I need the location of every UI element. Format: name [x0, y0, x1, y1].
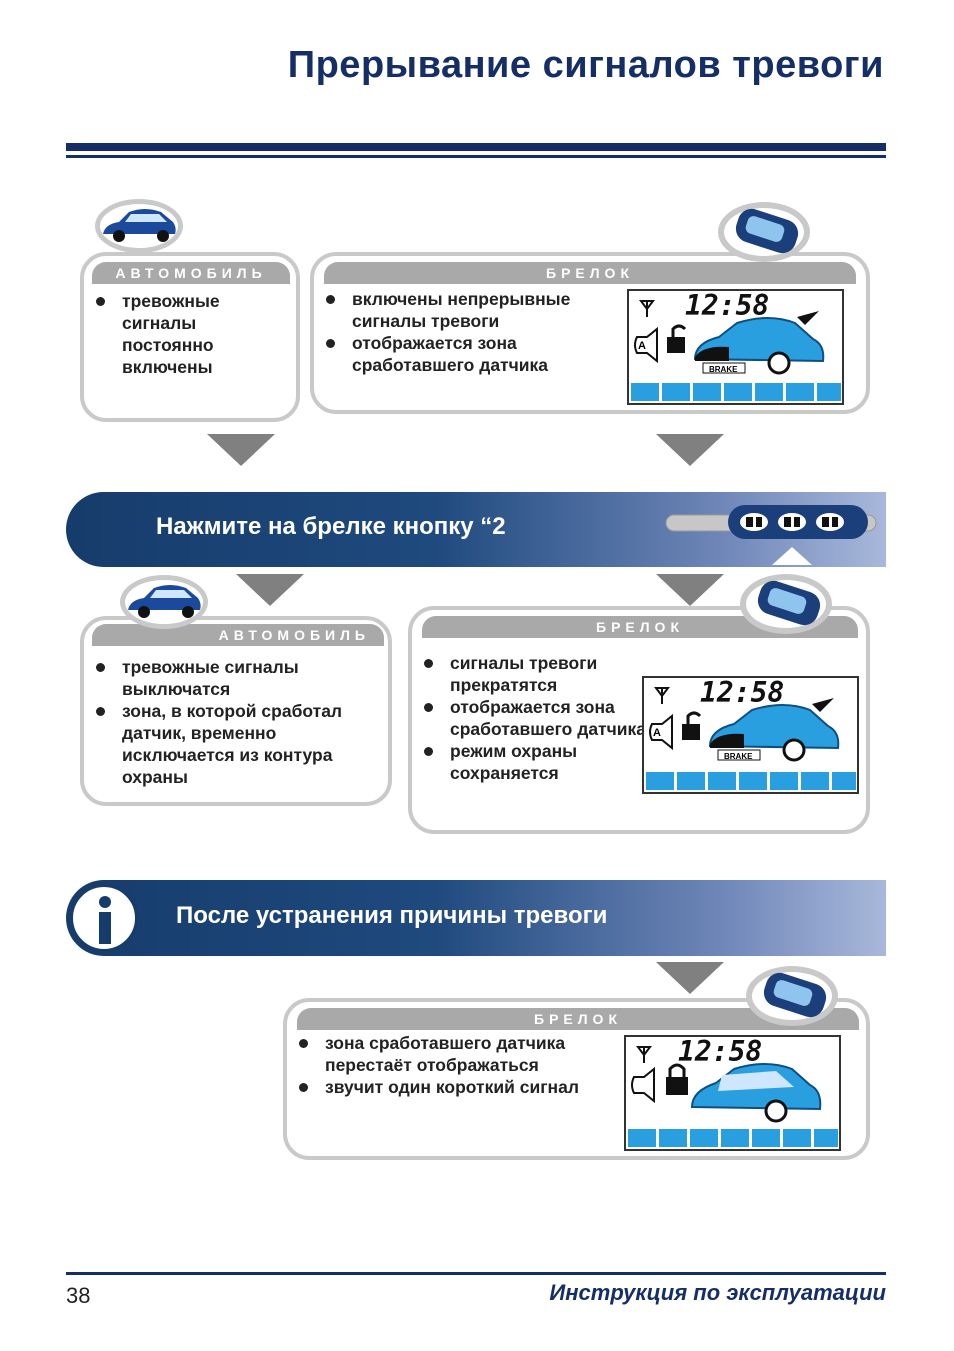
fob-lcd-display: 12:58	[624, 1035, 841, 1151]
fob-status-list: включены непрерывные сигналы тревоги ото…	[322, 288, 622, 376]
lcd-graphic: A BRAKE	[646, 687, 856, 790]
lcd-button-bar	[631, 383, 841, 401]
list-item: тревожные сигналы постоянно включены	[92, 290, 282, 378]
lcd-graphic	[628, 1046, 838, 1147]
lcd-time: 12:58	[678, 1035, 763, 1068]
list-item: зона, в которой сработал датчик, временн…	[92, 700, 382, 788]
fob-lcd-display: A BRAKE 12:58	[642, 676, 859, 794]
panel-header: БРЕЛОК	[297, 1008, 859, 1030]
panel-header: БРЕЛОК	[324, 262, 856, 284]
arrow-down	[656, 434, 724, 466]
title-rule	[66, 143, 886, 151]
list-item: тревожные сигналы выключатся	[92, 656, 382, 700]
lcd-brake-label: BRAKE	[724, 752, 753, 761]
key-fob-buttons-icon	[665, 505, 877, 565]
lcd-time: 12:58	[700, 676, 785, 709]
list-item: сигналы тревоги прекратятся	[420, 652, 652, 696]
footer-title: Инструкция по эксплуатации	[549, 1280, 886, 1305]
list-item: отображается зона сработавшего датчика	[322, 332, 622, 376]
list-item: режим охраны сохраняется	[420, 740, 652, 784]
lcd-graphic: A BRAKE	[631, 300, 841, 401]
title-rule-thin	[66, 155, 886, 158]
footer-rule	[66, 1272, 886, 1275]
car-icon	[120, 575, 208, 629]
fob-lcd-display: A BRAKE 12:58	[627, 289, 844, 405]
lcd-button-bar	[628, 1129, 838, 1147]
car-status-list: тревожные сигналы постоянно включены	[92, 290, 282, 378]
arrow-down	[656, 962, 724, 994]
list-item: включены непрерывные сигналы тревоги	[322, 288, 622, 332]
list-item: отображается зона сработавшего датчика	[420, 696, 652, 740]
panel-header: АВТОМОБИЛЬ	[92, 624, 384, 646]
key-fob-icon	[746, 966, 838, 1026]
list-item: зона сработавшего датчика перестаёт отоб…	[295, 1032, 625, 1076]
svg-text:A: A	[653, 727, 661, 739]
car-panel-1: АВТОМОБИЛЬ тревожные сигналы постоянно в…	[80, 252, 300, 422]
lcd-time: 12:58	[685, 289, 770, 322]
car-panel-2: АВТОМОБИЛЬ тревожные сигналы выключатся …	[80, 616, 392, 806]
panel-header: АВТОМОБИЛЬ	[92, 262, 290, 284]
arrow-down	[656, 574, 724, 606]
fob-panel-2: БРЕЛОК сигналы тревоги прекратятся отобр…	[408, 606, 870, 834]
car-status-list: тревожные сигналы выключатся зона, в кот…	[92, 656, 382, 788]
svg-text:A: A	[638, 340, 646, 352]
page-title: Прерывание сигналов тревоги	[287, 44, 884, 86]
key-fob-icon	[718, 202, 810, 262]
list-item: звучит один короткий сигнал	[295, 1076, 625, 1098]
arrow-down	[207, 434, 275, 466]
car-icon	[95, 199, 183, 253]
info-banner: После устранения причины тревоги	[66, 880, 886, 956]
lcd-brake-label: BRAKE	[709, 365, 738, 374]
info-icon	[70, 884, 138, 952]
fob-status-list: зона сработавшего датчика перестаёт отоб…	[295, 1032, 625, 1098]
page-number: 38	[66, 1283, 91, 1308]
lcd-button-bar	[646, 772, 856, 790]
key-fob-icon	[740, 574, 832, 634]
arrow-down	[236, 574, 304, 606]
banner-text: После устранения причины тревоги	[176, 902, 608, 929]
banner-text: Нажмите на брелке кнопку “2	[156, 513, 506, 540]
fob-status-list: сигналы тревоги прекратятся отображается…	[420, 652, 652, 784]
